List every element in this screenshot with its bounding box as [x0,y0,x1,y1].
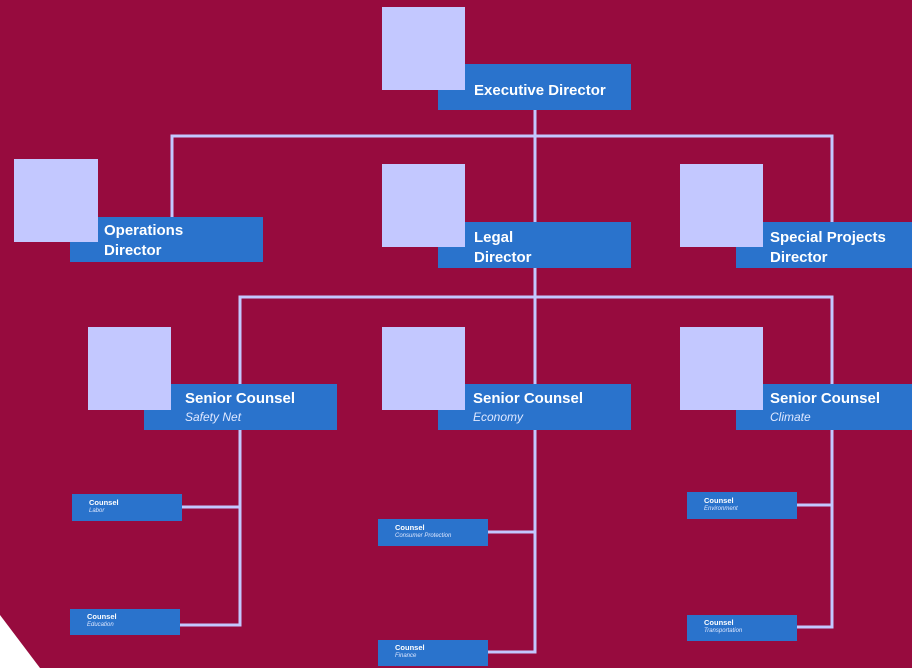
counsel-finance-subtitle: Finance [395,653,417,659]
counsel-labor-title: Counsel [89,498,119,507]
counsel-environment-box: Counsel Environment [687,492,797,519]
senior-counsel-economy-title: Senior Counsel [473,390,584,407]
counsel-labor-subtitle: Labor [89,508,105,514]
legal-director-box: Legal Director [438,222,631,268]
operations-director-photo [14,159,98,242]
executive-director-photo [382,7,465,90]
operations-director-box: Operations Director [70,217,263,262]
counsel-education-subtitle: Education [87,622,114,628]
connector-economy-spine [486,428,537,654]
senior-counsel-safety-net-title: Senior Counsel [185,390,296,407]
senior-counsel-safety-net-box: Senior Counsel Safety Net [144,384,337,430]
counsel-education-box: Counsel Education [70,609,180,635]
counsel-transportation-subtitle: Transportation [704,628,743,634]
senior-counsel-climate-subtitle: Climate [770,410,811,424]
connector-directors-bus [170,134,834,224]
legal-director-photo [382,164,465,247]
counsel-labor-box: Counsel Labor [72,494,182,521]
executive-director-box: Executive Director [438,64,631,110]
senior-counsel-safety-net-subtitle: Safety Net [185,410,242,424]
senior-counsel-economy-box: Senior Counsel Economy [438,384,631,430]
legal-director-title: Legal Director [474,229,532,266]
connector-climate-spine [795,428,834,629]
counsel-finance-box: Counsel Finance [378,640,488,666]
senior-counsel-climate-title: Senior Counsel [770,390,881,407]
connector-safety-net-spine [178,428,242,627]
counsel-consumer-protection-box: Counsel Consumer Protection [378,519,488,546]
counsel-transportation-title: Counsel [704,618,734,627]
special-projects-director-box: Special Projects Director [736,222,912,268]
senior-counsel-economy-photo [382,327,465,410]
operations-director-title: Operations Director [104,222,184,259]
senior-counsel-climate-box: Senior Counsel Climate [736,384,912,430]
special-projects-director-photo [680,164,763,247]
counsel-finance-title: Counsel [395,643,425,652]
senior-counsel-economy-subtitle: Economy [473,410,524,424]
special-projects-director-title: Special Projects Director [770,229,886,266]
connector-senior-bus [238,295,834,386]
counsel-transportation-box: Counsel Transportation [687,615,797,641]
counsel-education-title: Counsel [87,612,117,621]
counsel-environment-title: Counsel [704,496,734,505]
counsel-consumer-protection-title: Counsel [395,523,425,532]
counsel-consumer-protection-subtitle: Consumer Protection [395,533,452,539]
counsel-environment-subtitle: Environment [704,506,738,512]
senior-counsel-climate-photo [680,327,763,410]
executive-director-title: Executive Director [474,82,606,99]
senior-counsel-safety-net-photo [88,327,171,410]
